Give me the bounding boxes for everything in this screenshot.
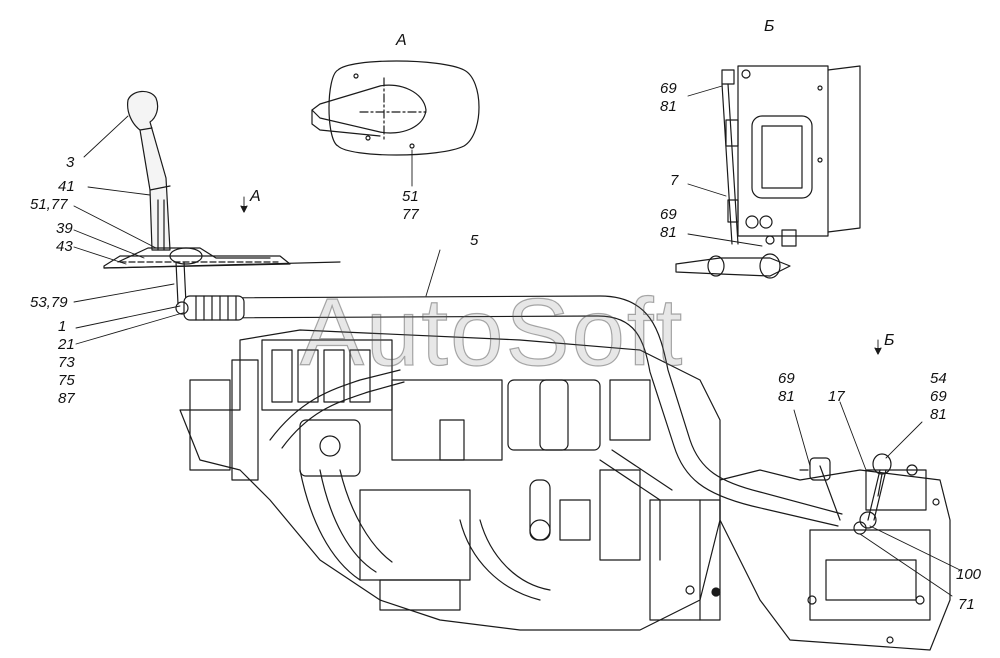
callout-41: 41 xyxy=(58,178,75,195)
gear-lever xyxy=(127,90,171,251)
callout-view-a-items: 51 77 xyxy=(402,188,419,224)
engine-assembly xyxy=(179,329,721,631)
callout-main-right-b: 54 69 81 xyxy=(930,370,947,424)
view-a-arrow-label: А xyxy=(250,188,261,205)
callout-b-top: 69 81 xyxy=(660,80,677,116)
callout-main-right-a: 69 81 xyxy=(778,370,795,406)
callout-group-left: 1 21 73 75 87 xyxy=(58,318,75,408)
callout-item: 51 xyxy=(402,188,419,205)
callout-item: 69 xyxy=(660,80,677,97)
callout-7: 7 xyxy=(670,172,679,189)
callout-39: 39 xyxy=(56,220,73,237)
callout-item: 73 xyxy=(58,354,75,371)
lever-boot-mount xyxy=(103,247,341,305)
callout-53-79: 53,79 xyxy=(30,294,68,311)
view-b-arrow-label: Б xyxy=(884,332,895,349)
callout-43: 43 xyxy=(56,238,73,255)
callout-item: 1 xyxy=(58,318,67,335)
view-a-cover xyxy=(311,60,480,187)
view-b-leaders xyxy=(687,85,763,247)
callout-item: 69 xyxy=(660,206,677,223)
callout-item: 75 xyxy=(58,372,75,389)
callout-item: 81 xyxy=(660,98,677,115)
shift-linkage xyxy=(799,453,892,535)
callout-71: 71 xyxy=(958,596,975,613)
callout-item: 54 xyxy=(930,370,947,387)
callout-item: 81 xyxy=(930,406,947,423)
callout-b-mid: 69 81 xyxy=(660,206,677,242)
view-b-detail xyxy=(675,65,861,279)
right-leaders xyxy=(425,249,961,597)
callout-100: 100 xyxy=(956,566,982,583)
callout-item: 69 xyxy=(778,370,795,387)
gearbox xyxy=(719,464,951,651)
callout-51-77: 51,77 xyxy=(30,196,68,213)
callout-3: 3 xyxy=(66,154,75,171)
watermark: AutoSoft xyxy=(299,278,685,386)
view-arrows xyxy=(240,196,882,355)
callout-item: 77 xyxy=(402,206,419,223)
callout-item: 81 xyxy=(660,224,677,241)
view-a-title: А xyxy=(396,32,407,49)
callout-item: 21 xyxy=(58,336,75,353)
callout-item: 87 xyxy=(58,390,75,407)
callout-17: 17 xyxy=(828,388,845,405)
callout-5: 5 xyxy=(470,232,479,249)
view-b-title: Б xyxy=(764,18,775,35)
callout-item: 69 xyxy=(930,388,947,405)
callout-item: 81 xyxy=(778,388,795,405)
control-rod xyxy=(175,295,843,527)
lever-leaders xyxy=(73,115,187,345)
